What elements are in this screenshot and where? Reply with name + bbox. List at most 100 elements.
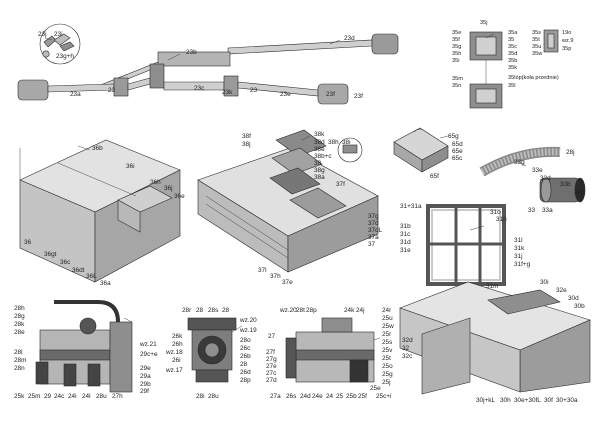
- part-label: 26d: [240, 369, 251, 376]
- exhaust-outlet-left: [17, 79, 49, 101]
- part-label: 27f: [266, 349, 275, 356]
- exhaust-clamp-part: [59, 41, 75, 52]
- part-label: 36h: [150, 179, 161, 186]
- hull-stripe: [205, 203, 289, 259]
- part-label: 24d: [300, 393, 311, 400]
- leader-line: [373, 337, 381, 341]
- hull-assembly: [197, 129, 379, 273]
- wheel-bracket-lower-plate: [475, 88, 497, 104]
- hull-stripe: [205, 195, 289, 251]
- frame-assembly: [426, 204, 506, 286]
- part-label: 25k: [14, 393, 25, 400]
- exhaust-t-joint: [149, 63, 165, 89]
- part-label: 25e: [370, 385, 381, 392]
- part-label: 33c: [574, 189, 585, 196]
- part-label: 35s: [532, 30, 541, 36]
- part-label: 35n: [452, 83, 461, 89]
- engine-mid-base: [195, 369, 229, 383]
- engine-left-filter: [79, 317, 97, 335]
- leader-line: [485, 33, 495, 39]
- part-label: 24k: [344, 307, 355, 314]
- engine-left-pipe: [54, 300, 120, 323]
- part-label: 36j: [164, 185, 173, 192]
- part-label: 36L: [86, 273, 97, 280]
- part-label: 27e: [266, 363, 277, 370]
- engine-mid-labels: 28r 28 28s 28 wz.20 wz.19 28o 26k 26h wz…: [165, 307, 257, 400]
- exhaust-pipe-lower-1: [47, 83, 115, 93]
- toolbox-labels: 65g 65d 65e 65c 65f: [430, 133, 463, 180]
- part-label: 35d: [508, 51, 517, 57]
- frame-labels: 31+31a 31o 31n 31b 31c 31d 31e 31l 31k 3…: [400, 203, 531, 290]
- exhaust-pipe-lower-2: [127, 77, 151, 91]
- part-label: 37l: [258, 267, 267, 274]
- part-label: 32c: [402, 353, 413, 360]
- part-label: 25v: [382, 347, 393, 354]
- part-label: 24i: [68, 393, 77, 400]
- part-label: 23: [250, 87, 258, 94]
- part-label: wz.9: [561, 38, 574, 44]
- hull-detail-part: [342, 144, 358, 154]
- part-label: 26s: [286, 393, 296, 400]
- part-label: 31b: [400, 223, 411, 230]
- hull-labels: 38f 38j 38k 38d 38e 38b+c 38 38g 38a 38h…: [242, 131, 383, 286]
- part-label: 23d: [344, 35, 355, 42]
- part-label: 38d: [314, 139, 325, 146]
- box-seam: [57, 162, 137, 197]
- part-label: 30i: [540, 279, 549, 286]
- part-label: 32: [402, 345, 410, 352]
- leader-line: [123, 317, 133, 323]
- part-label: 23a: [70, 91, 81, 98]
- leader-line: [231, 325, 243, 333]
- part-label: 35h: [452, 51, 461, 57]
- engine-left-assembly: [35, 300, 133, 393]
- hose-canister-ring: [540, 177, 552, 203]
- part-label: 35g: [452, 44, 461, 50]
- part-label: 19o: [562, 30, 571, 36]
- engine-right-intake: [321, 317, 353, 333]
- wheel-bracket-upper-plate: [475, 36, 497, 56]
- engine-mid-hub: [204, 342, 220, 358]
- part-label: 37g: [368, 213, 379, 220]
- part-label: 31j: [514, 253, 523, 260]
- exhaust-pipe-upper-right: [227, 39, 373, 55]
- exhaust-end-cap: [371, 33, 399, 55]
- part-label: 36e: [174, 193, 185, 200]
- hose-labels: 28j 33g 33e 33d 33b 33c 33 33a: [514, 149, 585, 214]
- part-label: 37e: [282, 279, 293, 286]
- part-label: 28m: [14, 357, 26, 364]
- part-label: 30b: [574, 303, 585, 310]
- part-label: wz.20: [239, 317, 257, 324]
- part-label: 28s: [208, 307, 218, 314]
- part-label: 24r: [382, 307, 392, 314]
- part-label: 31c: [400, 231, 411, 238]
- leader-line: [469, 225, 485, 231]
- part-label: 23f: [354, 93, 363, 100]
- part-label: 25t: [382, 355, 391, 362]
- leader-lines: [44, 33, 527, 341]
- engine-right-flywheel: [285, 337, 297, 379]
- part-label: 29f: [140, 388, 149, 395]
- exhaust-assembly: [17, 23, 399, 105]
- part-label: 28o: [240, 337, 251, 344]
- exhaust-outlet-right: [317, 83, 349, 105]
- part-label: 25s: [382, 339, 392, 346]
- part-label: 33d: [540, 175, 551, 182]
- part-label: 25j: [382, 379, 391, 386]
- part-label: 28u: [208, 393, 219, 400]
- part-label: 38g: [314, 167, 325, 174]
- part-label: wz.21: [139, 341, 157, 348]
- floor-labels: 30i 32e 30d 30b 32d 32 32c 30j+kL 30h 30…: [402, 279, 585, 404]
- part-label: 38b+c: [314, 153, 332, 160]
- part-label: wz.20: [279, 307, 297, 314]
- part-label: 36i: [126, 163, 135, 170]
- part-label: 27a: [270, 393, 281, 400]
- part-label: 36c: [60, 259, 71, 266]
- part-label: 26c: [240, 345, 251, 352]
- wheel-bracket-labels: 35j 35e 35f 35g 35h 35i 35a 35 35c 35d 3…: [452, 20, 574, 89]
- part-label: 35e: [452, 30, 461, 36]
- part-label: 28h: [14, 305, 25, 312]
- exhaust-joint: [113, 77, 129, 97]
- toolbox-assembly: [393, 127, 449, 173]
- part-label: 28r: [182, 307, 192, 314]
